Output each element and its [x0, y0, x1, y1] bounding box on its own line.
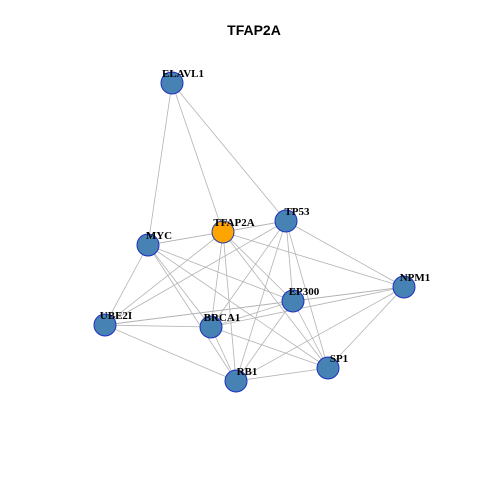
edge-npm1-sp1 — [327, 286, 405, 369]
node-rb1[interactable] — [224, 369, 248, 393]
node-brca1[interactable] — [199, 315, 223, 339]
node-myc[interactable] — [136, 233, 160, 257]
node-label-npm1: NPM1 — [400, 272, 431, 284]
node-npm1[interactable] — [392, 275, 416, 299]
node-elavl1[interactable] — [160, 71, 184, 95]
edge-npm1-rb1 — [235, 286, 405, 382]
node-ep300[interactable] — [281, 289, 305, 313]
edge-elavl1-myc — [147, 82, 173, 246]
node-tp53[interactable] — [274, 209, 298, 233]
edge-ep300-rb1 — [235, 300, 294, 382]
edge-tp53-npm1 — [285, 220, 405, 288]
edge-brca1-sp1 — [210, 326, 329, 369]
edge-rb1-sp1 — [235, 367, 329, 382]
edge-tfap2a-ube2i — [104, 231, 224, 326]
edge-layer — [104, 82, 405, 382]
node-label-ep300: EP300 — [289, 286, 320, 298]
node-label-tp53: TP53 — [284, 206, 310, 218]
edge-ep300-sp1 — [292, 300, 329, 369]
node-label-elavl1: ELAVL1 — [162, 68, 204, 80]
node-label-rb1: RB1 — [237, 366, 258, 378]
edge-myc-rb1 — [147, 244, 237, 382]
edge-ube2i-brca1 — [104, 324, 212, 328]
node-label-brca1: BRCA1 — [204, 312, 241, 324]
edge-tfap2a-sp1 — [222, 231, 329, 369]
edge-myc-brca1 — [147, 244, 212, 328]
node-tfap2a[interactable] — [211, 220, 235, 244]
edge-npm1-brca1 — [210, 286, 405, 328]
node-label-ube2i: UBE2I — [100, 310, 132, 322]
node-label-tfap2a: TFAP2A — [213, 217, 254, 229]
edge-tfap2a-rb1 — [222, 231, 237, 382]
edge-tp53-rb1 — [235, 220, 287, 382]
node-ube2i[interactable] — [93, 313, 117, 337]
node-label-sp1: SP1 — [330, 353, 348, 365]
node-layer — [93, 71, 416, 393]
edge-tp53-brca1 — [210, 220, 287, 328]
edge-elavl1-tp53 — [171, 82, 287, 222]
graph-title: TFAP2A — [227, 22, 281, 38]
edge-tfap2a-npm1 — [222, 231, 405, 288]
edge-ep300-brca1 — [210, 300, 294, 328]
edge-tp53-ep300 — [285, 220, 294, 302]
node-sp1[interactable] — [316, 356, 340, 380]
edge-myc-sp1 — [147, 244, 329, 369]
edge-ep300-ube2i — [104, 300, 294, 326]
node-label-myc: MYC — [146, 230, 172, 242]
edge-ube2i-rb1 — [104, 324, 237, 382]
edge-tp53-sp1 — [285, 220, 329, 369]
edge-elavl1-tfap2a — [171, 82, 224, 233]
edge-myc-ube2i — [104, 244, 149, 326]
edge-tfap2a-ep300 — [222, 231, 294, 302]
edge-tp53-ube2i — [104, 220, 287, 326]
